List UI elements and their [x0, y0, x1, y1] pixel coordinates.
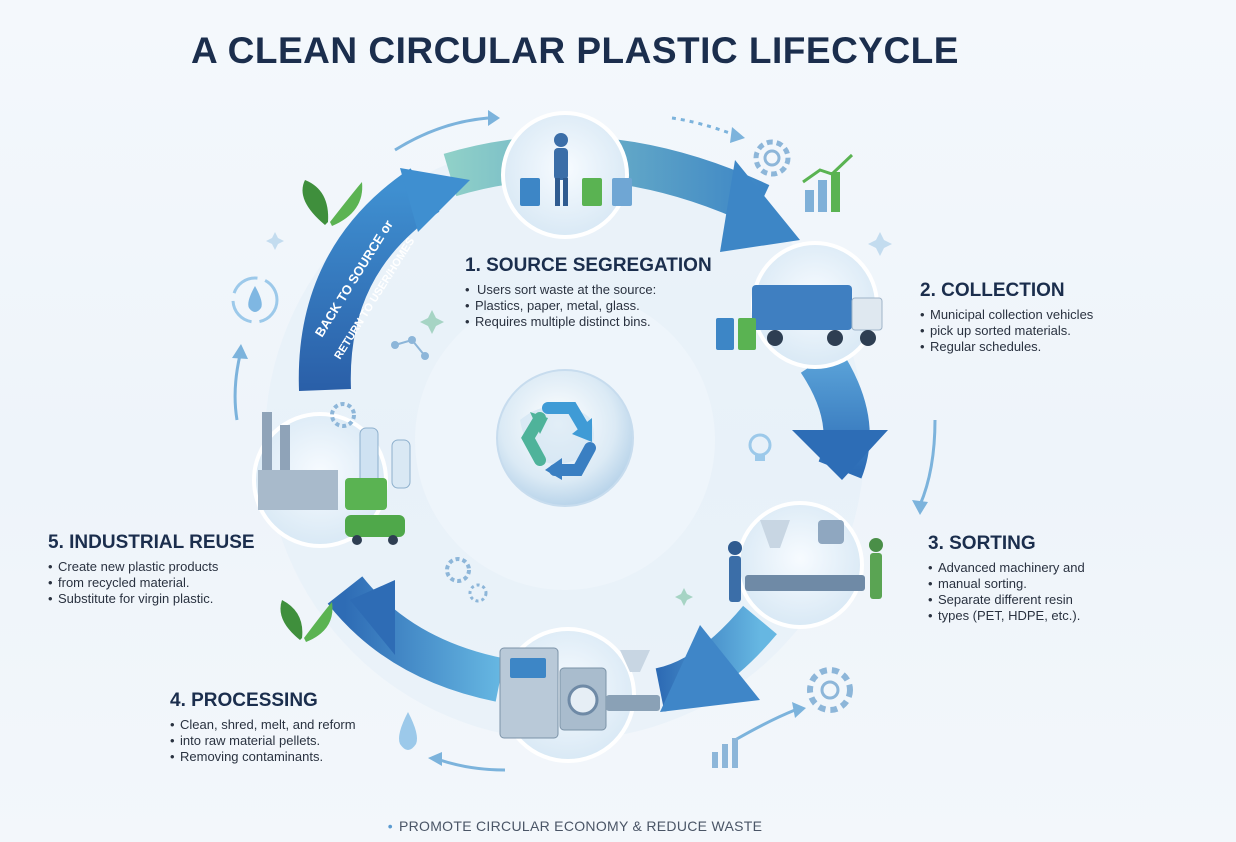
step-2-bullet-2: pick up sorted materials.	[920, 323, 1093, 339]
step-collection: 2. COLLECTION Municipal collection vehic…	[920, 280, 1093, 355]
step-4-bullet-1: Clean, shred, melt, and reform	[170, 717, 356, 733]
node-collection	[716, 241, 883, 369]
worker-icon	[869, 538, 883, 552]
node-sorting	[728, 501, 883, 629]
thin-arrow-bottom-left	[439, 758, 506, 772]
thin-arrow-right-head	[912, 500, 928, 515]
gear-icon	[445, 557, 488, 603]
robot-icon	[818, 520, 844, 544]
person-icon	[554, 133, 568, 147]
step-5-bullet-2: from recycled material.	[48, 575, 255, 591]
footer-tagline: • PROMOTE CIRCULAR ECONOMY & REDUCE WASTE	[0, 818, 1150, 834]
decorations	[231, 139, 892, 768]
arrow-bottom-left-head	[350, 580, 395, 655]
center-globe	[496, 369, 634, 507]
thin-arrow-bottom-right	[734, 708, 796, 742]
node-processing	[499, 627, 660, 763]
arrow-left-head	[400, 168, 470, 232]
arrow-top-head	[720, 160, 800, 252]
bin-icon	[582, 178, 602, 206]
arrow-bottom-right-head	[660, 625, 760, 712]
node-3-circle	[736, 501, 864, 629]
node-source-segregation	[501, 111, 632, 239]
step-5-title: 5. INDUSTRIAL REUSE	[48, 532, 255, 553]
bar-chart-icon	[802, 153, 854, 212]
bottle-icon	[391, 439, 411, 489]
step-3-bullet-3: Separate different resin	[928, 592, 1085, 608]
factory-icon	[262, 412, 272, 482]
lightbulb-icon	[748, 433, 772, 461]
node-industrial-reuse	[252, 412, 411, 548]
step-processing: 4. PROCESSING Clean, shred, melt, and re…	[170, 690, 356, 765]
gear-icon	[807, 667, 853, 713]
page-title: A CLEAN CIRCULAR PLASTIC LIFECYCLE	[191, 30, 959, 71]
worker-icon	[728, 541, 742, 555]
cycle-arrows	[232, 110, 937, 772]
step-2-bullet-1: Municipal collection vehicles	[920, 307, 1093, 323]
truck-icon	[752, 285, 852, 330]
step-2-bullet-3: Regular schedules.	[920, 339, 1093, 355]
step-1-bullet-3: Requires multiple distinct bins.	[465, 314, 712, 330]
step-3-bullet-4: types (PET, HDPE, etc.).	[928, 608, 1085, 624]
step-4-bullet-3: Removing contaminants.	[170, 749, 356, 765]
gear-icon	[330, 402, 356, 428]
thin-arrow-top-left	[394, 116, 489, 152]
step-sorting: 3. SORTING Advanced machinery and manual…	[928, 533, 1085, 624]
arrow-right-head	[792, 430, 888, 480]
bin-icon	[520, 178, 540, 206]
thin-arrow-left-head	[232, 344, 248, 359]
bin-icon	[716, 318, 734, 350]
thin-arrow-top-right	[671, 116, 736, 137]
gear-icon	[753, 139, 791, 177]
funnel-icon	[760, 520, 790, 548]
thin-arrow-bottom-right-head	[792, 702, 806, 718]
arrow-left	[298, 168, 440, 391]
bin-icon	[738, 318, 756, 350]
sparkle-icon	[266, 232, 892, 606]
thin-arrow-top-right-head	[730, 127, 745, 143]
conveyor-icon	[745, 575, 865, 591]
conveyor-icon	[606, 695, 660, 711]
water-drop-icon	[231, 276, 279, 324]
container-icon	[345, 478, 387, 510]
step-4-title: 4. PROCESSING	[170, 690, 318, 711]
step-5-bullet-3: Substitute for virgin plastic.	[48, 591, 255, 607]
step-3-title: 3. SORTING	[928, 533, 1036, 554]
bin-icon	[612, 178, 632, 206]
step-2-title: 2. COLLECTION	[920, 280, 1065, 301]
footer-text: PROMOTE CIRCULAR ECONOMY & REDUCE WASTE	[398, 818, 763, 834]
bar-chart-icon	[712, 738, 738, 768]
recycle-icon	[521, 402, 596, 480]
thin-arrow-right	[918, 419, 937, 506]
step-industrial-reuse: 5. INDUSTRIAL REUSE Create new plastic p…	[48, 532, 255, 607]
hopper-icon	[620, 650, 650, 672]
step-1-title: 1. SOURCE SEGREGATION	[465, 255, 712, 276]
step-5-bullet-1: Create new plastic products	[48, 559, 255, 575]
step-4-bullet-2: into raw material pellets.	[170, 733, 356, 749]
thin-arrow-bottom-left-head	[428, 752, 442, 766]
step-3-bullet-1: Advanced machinery and	[928, 560, 1085, 576]
thin-arrow-top-left-head	[488, 110, 500, 126]
water-drop-icon	[399, 712, 417, 750]
step-1-bullet-1: Users sort waste at the source:	[465, 282, 712, 298]
step-1-bullet-2: Plastics, paper, metal, glass.	[465, 298, 712, 314]
car-icon	[345, 515, 405, 537]
step-3-bullet-2: manual sorting.	[928, 576, 1085, 592]
footer-dot-icon: •	[387, 818, 393, 834]
network-dots-icon	[391, 336, 429, 360]
leaf-icon	[302, 180, 363, 226]
leaf-icon	[280, 600, 333, 642]
thin-arrow-left	[233, 354, 242, 421]
step-source-segregation: 1. SOURCE SEGREGATION Users sort waste a…	[465, 255, 712, 330]
